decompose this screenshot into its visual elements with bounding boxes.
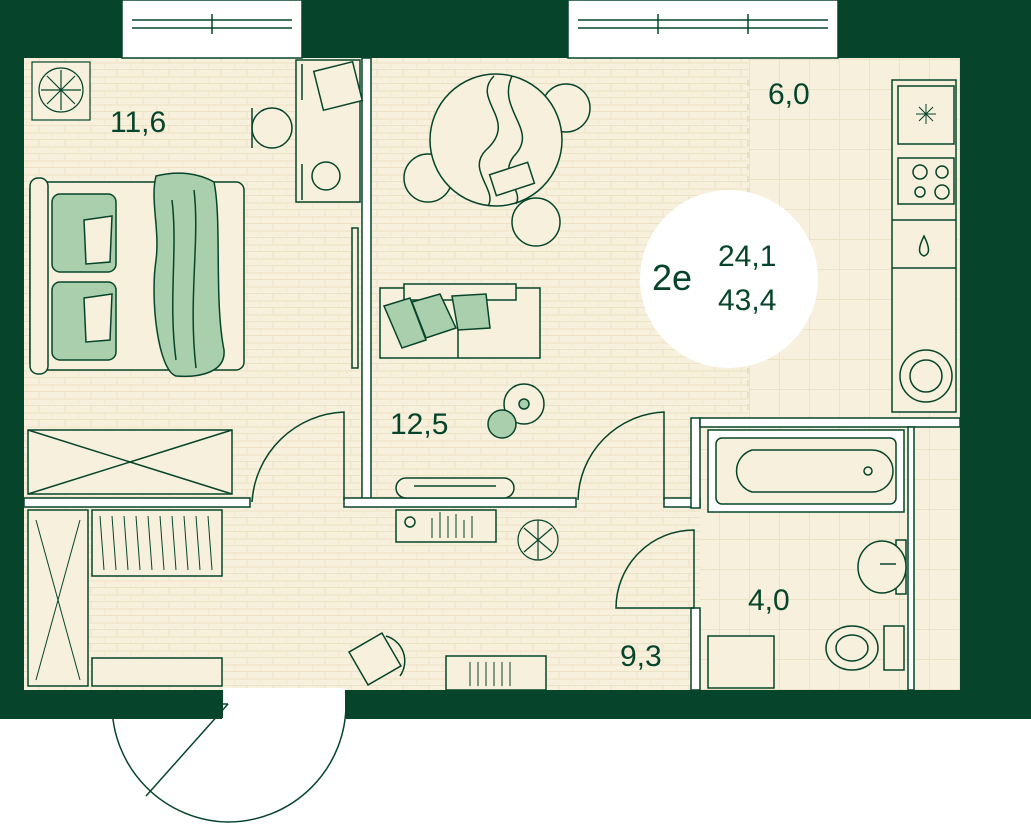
living-door bbox=[577, 411, 665, 501]
bathroom-door bbox=[615, 529, 695, 609]
entrance-door bbox=[111, 688, 347, 823]
window-left bbox=[121, 0, 303, 59]
living-area: 24,1 bbox=[718, 240, 777, 273]
dining-table bbox=[403, 73, 591, 247]
apartment-info-badge: 2е 24,1 43,4 bbox=[640, 190, 818, 368]
room-label-bathroom: 4,0 bbox=[748, 584, 790, 617]
hall-console bbox=[395, 509, 497, 543]
bedroom-plant bbox=[31, 61, 91, 121]
washbasin bbox=[857, 539, 907, 595]
shoe-rack bbox=[445, 655, 547, 691]
bathtub bbox=[707, 429, 905, 513]
bedroom-wardrobe bbox=[27, 429, 233, 495]
room-label-kitchen: 6,0 bbox=[768, 78, 810, 111]
apartment-type: 2е bbox=[652, 257, 693, 298]
toilet bbox=[825, 625, 905, 671]
wardrobe-door-slide bbox=[351, 227, 359, 369]
desk bbox=[295, 59, 364, 203]
tv-stand bbox=[395, 477, 515, 499]
hall-chair bbox=[348, 632, 406, 686]
room-label-hallway: 9,3 bbox=[620, 640, 662, 673]
bed bbox=[29, 172, 245, 378]
washing-machine bbox=[707, 635, 775, 689]
bedroom-door bbox=[251, 411, 345, 503]
window-right bbox=[567, 0, 839, 59]
interior-walls bbox=[23, 57, 961, 691]
kitchen-counter bbox=[891, 79, 957, 413]
coffee-table bbox=[487, 383, 545, 439]
room-label-bedroom: 11,6 bbox=[110, 106, 167, 139]
desk-chair bbox=[251, 107, 293, 149]
total-area: 43,4 bbox=[718, 284, 777, 317]
room-label-living-room: 12,5 bbox=[390, 408, 449, 441]
hall-plant bbox=[517, 519, 559, 561]
sofa bbox=[379, 283, 541, 359]
hall-storage bbox=[27, 509, 223, 687]
